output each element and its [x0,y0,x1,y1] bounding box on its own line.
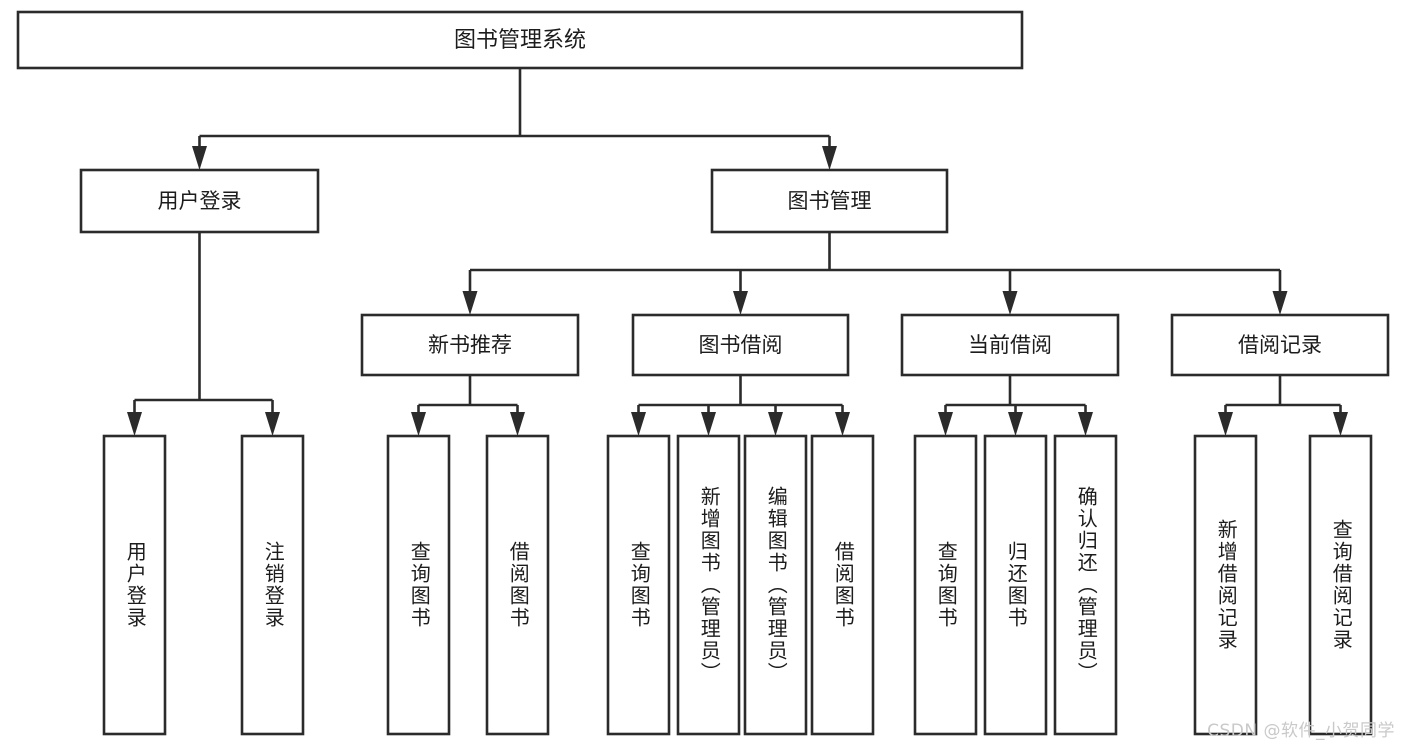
edge-group-borrow-record [1218,375,1348,436]
node-box[interactable] [743,434,808,736]
node-box[interactable] [710,168,949,234]
node-box[interactable] [1053,434,1118,736]
csdn-watermark: CSDN @软件_小贺同学 [1207,721,1395,741]
node-leaf-cb-return[interactable] [983,434,1048,736]
node-label: 当前借阅 [968,333,1052,357]
node-box[interactable] [983,434,1048,736]
node-current-borrow[interactable] [900,313,1120,377]
arrow-head-icon [1333,412,1348,436]
node-box[interactable] [485,434,550,736]
arrow-head-icon [822,146,837,170]
node-box[interactable] [1193,434,1258,736]
node-box[interactable] [1308,434,1373,736]
arrow-head-icon [462,291,478,315]
node-box[interactable] [810,434,875,736]
node-leaf-br-add[interactable] [1193,434,1258,736]
arrow-head-icon [411,412,426,436]
arrow-head-icon [733,291,748,315]
node-leaf-cb-confirm[interactable] [1053,434,1118,736]
arrow-head-icon [768,412,783,436]
edge-group-book-borrow [631,375,850,436]
node-leaf-rec-query[interactable] [386,434,451,736]
node-leaf-br-query[interactable] [1308,434,1373,736]
node-box[interactable] [913,434,978,736]
arrow-head-icon [510,412,525,436]
arrow-head-icon [1272,291,1288,315]
arrow-head-icon [1218,412,1233,436]
node-book-borrow[interactable] [631,313,850,377]
node-label: 图书管理 [788,189,872,213]
node-label: 借阅记录 [1238,333,1322,357]
arrow-head-icon [1078,412,1093,436]
arrow-head-icon [1008,412,1023,436]
node-book-manage[interactable] [710,168,949,234]
node-box[interactable] [386,434,451,736]
node-leaf-cb-query[interactable] [913,434,978,736]
node-label: 用户登录 [158,189,242,213]
node-new-book-rec[interactable] [360,313,580,377]
edge-group-new-book-rec [411,375,525,436]
node-label: 新书推荐 [428,333,512,357]
arrow-head-icon [127,412,142,436]
node-leaf-rec-borrow[interactable] [485,434,550,736]
edge-group-current-borrow [938,375,1093,436]
node-leaf-bb-edit[interactable] [743,434,808,736]
node-box[interactable] [360,313,580,377]
node-box[interactable] [1170,313,1390,377]
node-box[interactable] [240,434,305,736]
node-box[interactable] [676,434,741,736]
node-box[interactable] [102,434,167,736]
node-box[interactable] [631,313,850,377]
node-root[interactable] [16,10,1024,70]
node-leaf-user-login[interactable] [102,434,167,736]
arrow-head-icon [631,412,646,436]
arrow-head-icon [192,146,207,170]
node-box[interactable] [16,10,1024,70]
node-box[interactable] [606,434,671,736]
node-leaf-bb-add[interactable] [676,434,741,736]
arrow-head-icon [835,412,850,436]
node-leaf-bb-query[interactable] [606,434,671,736]
node-borrow-record[interactable] [1170,313,1390,377]
edge-group-user-login [127,232,280,436]
node-label: 图书管理系统 [454,28,586,53]
node-leaf-bb-borrow[interactable] [810,434,875,736]
arrow-head-icon [265,412,280,436]
arrow-head-icon [938,412,953,436]
arrow-head-icon [1002,291,1018,315]
node-user-login[interactable] [79,168,320,234]
node-label: 图书借阅 [699,333,783,357]
edges-layer [127,68,1348,436]
node-box[interactable] [900,313,1120,377]
arrow-head-icon [701,412,716,436]
node-leaf-logout[interactable] [240,434,305,736]
edge-group-root [192,68,837,170]
edge-group-book-manage [462,232,1288,315]
node-box[interactable] [79,168,320,234]
